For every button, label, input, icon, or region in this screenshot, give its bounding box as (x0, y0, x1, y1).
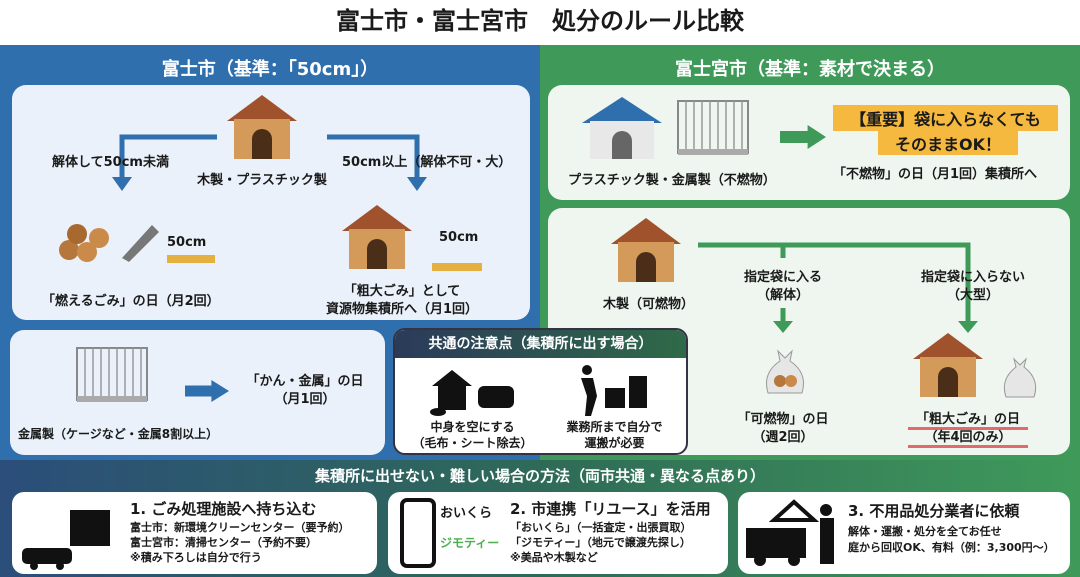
method-1-line-1: 富士市：新環境クリーンセンター（要予約） (130, 521, 350, 534)
size-label-left: 50cm (167, 235, 207, 250)
jmty-logo[interactable]: ジモティー (440, 536, 500, 550)
oversize-label-1: 「粗大ごみ」として (343, 284, 461, 299)
size-label-right: 50cm (439, 230, 479, 245)
fuji-metal-card: 「かん・金属」の日 （月1回） 金属製（ケージなど・金属8割以上） (10, 330, 385, 455)
method-1-line-2: 富士宮市：清掃センター（予約不要） (130, 536, 317, 549)
oversize-freq-label: （年4回のみ） (908, 426, 1028, 448)
note-carry-1: 業務所まで自分で (566, 420, 663, 434)
fuji-wood-plastic-card: 木製・プラスチック製 解体して50cm未満 50cm以上（解体不可・大） 50c… (12, 85, 530, 320)
note-empty-1: 中身を空にする (430, 420, 515, 434)
left-branch-label: 解体して50cm未満 (52, 155, 169, 170)
right-branch-label: 50cm以上（解体不可・大） (342, 155, 512, 170)
garbage-bag-icon (1003, 357, 1037, 398)
method-reuse-card: おいくら ジモティー 2. 市連携「リユース」を活用 「おいくら」（一括査定・出… (388, 492, 728, 574)
common-notes-header: 共通の注意点（集積所に出す場合） (395, 330, 686, 358)
metal-day-label: 「かん・金属」の日 (246, 374, 364, 389)
method-3-line-1: 解体・運搬・処分を全てお任せ (848, 525, 1002, 538)
important-label-1: 【重要】袋に入らなくても (833, 105, 1058, 131)
smartphone-icon (400, 498, 436, 568)
fuji-panel: 富士市（基準：「50cm」） 木製・プラスチック製 解体して50cm未満 50c… (0, 45, 540, 460)
oversize-day-label: 「粗大ごみ」の日 (908, 408, 1028, 430)
method-2-line-3: ※美品や木製など (510, 551, 598, 564)
metal-freq-label: （月1回） (274, 392, 336, 407)
alternative-methods-header: 集積所に出せない・難しい場合の方法（両市共通・異なる点あり） (314, 467, 765, 485)
burn-day-label: 「可燃物」の日 (737, 412, 829, 427)
method-3-line-2: 庭から回収OK、有料（例：3,300円～） (848, 541, 1055, 554)
nofit-bag-label-1: 指定袋に入らない (920, 270, 1025, 285)
method-contractor-card: 3. 不用品処分業者に依頼 解体・運搬・処分を全てお任せ 庭から回収OK、有料（… (738, 492, 1070, 574)
note-empty-2: （毛布・シート除去） (412, 436, 533, 450)
truck-worker-icon (746, 499, 834, 566)
burn-freq-label: （週2回） (752, 430, 814, 445)
method-2-line-1: 「おいくら」（一括査定・出張買取） (510, 521, 692, 534)
method-facility-card: 1. ごみ処理施設へ持ち込む 富士市：新環境クリーンセンター（要予約） 富士宮市… (12, 492, 377, 574)
method-1-title: 1. ごみ処理施設へ持ち込む (130, 500, 317, 518)
arrow-right-icon (780, 125, 826, 149)
metal-cage-icon (76, 347, 148, 403)
ruler-icon (432, 263, 482, 271)
large-doghouse-icon (913, 333, 983, 397)
wood-label: 木製（可燃物） (603, 297, 695, 312)
nonburn-day-label: 「不燃物」の日（月1回）集積所へ (833, 167, 1038, 182)
oikura-logo[interactable]: おいくら (440, 506, 493, 521)
doghouse-icon (611, 218, 681, 282)
material-label: 木製・プラスチック製 (197, 173, 327, 188)
method-2-title: 2. 市連携「リユース」を活用 (510, 500, 711, 518)
fit-bag-label-1: 指定袋に入る (743, 270, 822, 285)
metal-cage-icon (677, 100, 749, 156)
fujinomiya-header: 富士宮市（基準：素材で決まる） (675, 59, 945, 80)
common-notes-box: 共通の注意点（集積所に出す場合） 中身を空にする （毛布・シート除去） 業務所ま… (393, 328, 688, 455)
method-3-title: 3. 不用品処分業者に依頼 (848, 502, 1020, 520)
garbage-bag-icon (766, 349, 804, 394)
metal-label: 金属製（ケージなど・金属8割以上） (18, 427, 219, 441)
empty-contents-icon (430, 370, 514, 416)
plastic-metal-label: プラスチック製・金属製（不燃物） (568, 173, 776, 188)
large-doghouse-icon (342, 205, 412, 269)
saw-icon (122, 225, 159, 262)
nofit-bag-label-2: （大型） (946, 288, 999, 303)
fujinomiya-plastic-metal-card: 【重要】袋に入らなくても そのままOK！ プラスチック製・金属製（不燃物） 「不… (548, 85, 1070, 200)
branch-arrows (698, 242, 978, 333)
important-label-2: そのままOK！ (878, 131, 1018, 155)
branch-arrows (112, 134, 427, 191)
fuji-header: 富士市（基準：「50cm」） (161, 59, 379, 80)
plastic-doghouse-icon (582, 97, 662, 159)
alternative-methods-section: 集積所に出せない・難しい場合の方法（両市共通・異なる点あり） 1. ごみ処理施設… (0, 460, 1080, 577)
method-1-line-3: ※積み下ろしは自分で行う (130, 551, 262, 564)
facility-car-icon (22, 510, 110, 570)
page-title: 富士市・富士宮市 処分のルール比較 (336, 7, 744, 35)
method-2-line-2: 「ジモティー」（地元で譲渡先探し） (510, 536, 691, 549)
firewood-icon (59, 224, 109, 262)
fit-bag-label-2: （解体） (756, 288, 809, 303)
ruler-icon (167, 255, 215, 263)
carry-person-icon (581, 365, 647, 416)
burnable-day-label: 「燃えるごみ」の日（月2回） (42, 294, 220, 309)
note-carry-2: 運搬が必要 (584, 436, 645, 450)
oversize-label-2: 資源物集積所へ（月1回） (325, 302, 479, 317)
arrow-right-icon (185, 380, 229, 402)
